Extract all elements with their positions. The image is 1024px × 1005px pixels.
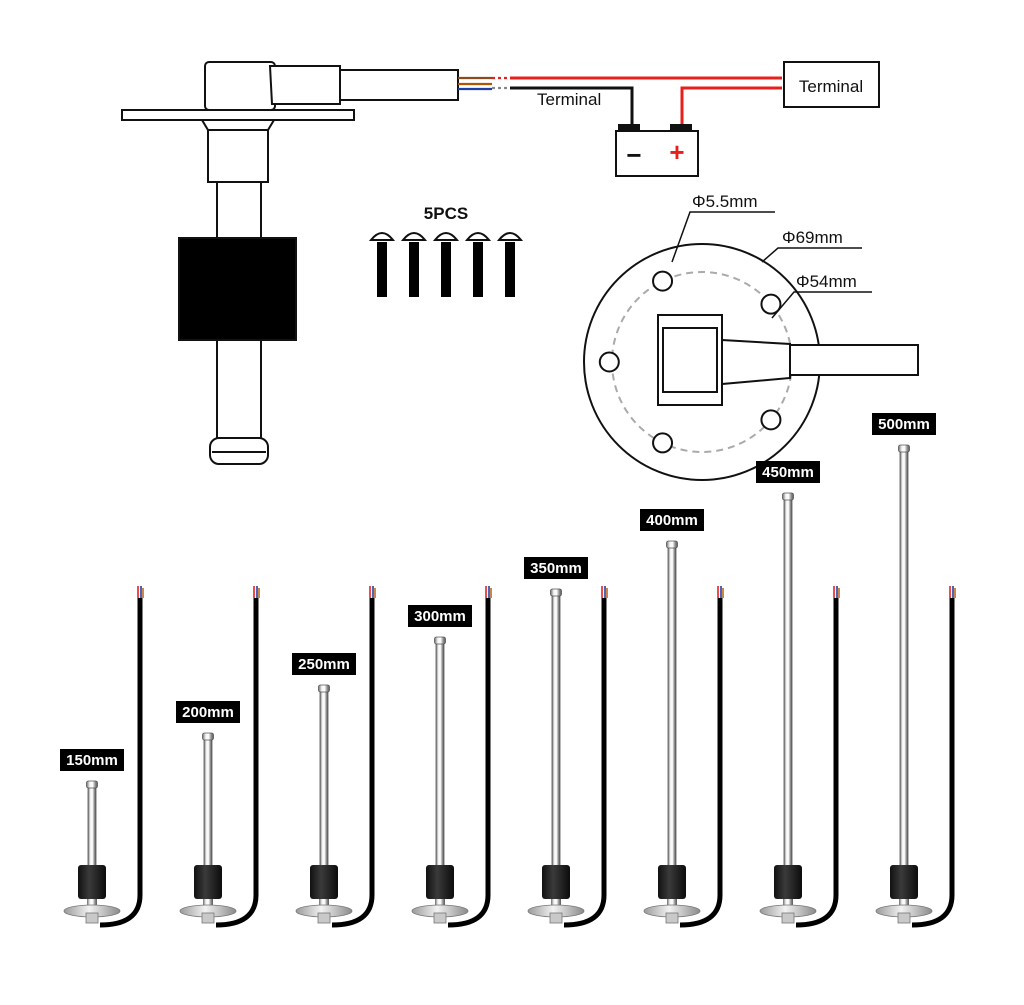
flange-hole xyxy=(760,293,782,315)
flange-hole xyxy=(598,351,620,373)
sensor-rod xyxy=(551,592,561,896)
sensor-cable xyxy=(795,598,839,928)
screws-group xyxy=(368,232,524,297)
sensor-float xyxy=(310,865,338,899)
sensor-float xyxy=(542,865,570,899)
sensor-cable xyxy=(215,598,259,928)
battery-minus: − xyxy=(626,140,641,170)
sensor-rod xyxy=(899,448,909,896)
flange-holes xyxy=(598,270,782,454)
screws-count-label: 5PCS xyxy=(424,204,468,223)
battery-body xyxy=(615,130,699,177)
size-label: 500mm xyxy=(878,416,930,433)
sensor-rod xyxy=(783,496,793,896)
size-label: 450mm xyxy=(762,464,814,481)
rod-cap xyxy=(202,732,214,741)
rod-cap xyxy=(434,636,446,645)
rod-cap xyxy=(86,780,98,789)
rod-cap xyxy=(318,684,330,693)
sensor-float xyxy=(658,865,686,899)
inner-diameter-label: Φ54mm xyxy=(796,272,857,291)
sensor-float xyxy=(194,865,222,899)
sensor-cable xyxy=(99,598,143,928)
outer-diameter-label: Φ69mm xyxy=(782,228,843,247)
size-badge xyxy=(60,749,124,771)
rod-cap xyxy=(898,444,910,453)
flange-head-inner xyxy=(662,327,718,393)
size-badge xyxy=(292,653,356,675)
size-badge xyxy=(176,701,240,723)
hole-diameter-label: Φ5.5mm xyxy=(692,192,758,211)
sensor-cable xyxy=(447,598,491,928)
terminal-label-right: Terminal xyxy=(799,77,863,96)
rod-cap xyxy=(782,492,794,501)
dimension-leaders xyxy=(671,211,872,319)
terminal-box: Terminal xyxy=(783,61,880,108)
screw xyxy=(400,232,428,297)
wire-tails xyxy=(458,76,510,91)
battery-negative-post xyxy=(618,124,640,133)
sensor-float xyxy=(78,865,106,899)
size-variant: 300mm xyxy=(408,586,492,928)
size-badge xyxy=(408,605,472,627)
flange-hole xyxy=(652,270,674,292)
sensor-rod xyxy=(667,544,677,896)
size-label: 300mm xyxy=(414,608,466,625)
screw xyxy=(464,232,492,297)
size-variant: 400mm xyxy=(640,509,724,928)
size-variant: 450mm xyxy=(756,461,840,928)
rod-cap xyxy=(550,588,562,597)
flange-hole xyxy=(760,409,782,431)
sensor-float xyxy=(774,865,802,899)
sensor-float xyxy=(890,865,918,899)
battery: − + xyxy=(615,124,699,177)
flange-top-view: Φ5.5mm Φ69mm Φ54mm xyxy=(583,192,919,481)
sensor-rod xyxy=(435,640,445,896)
sensor-outline xyxy=(121,61,459,465)
battery-positive-post xyxy=(670,124,692,133)
size-badge xyxy=(524,557,588,579)
flange-hole xyxy=(652,432,674,454)
sensor-cable xyxy=(563,598,607,928)
size-badge xyxy=(756,461,820,483)
screw xyxy=(496,232,524,297)
size-badge xyxy=(872,413,936,435)
rod-cap xyxy=(666,540,678,549)
sensor-rod xyxy=(319,688,329,896)
size-badge xyxy=(640,509,704,531)
size-variant: 150mm xyxy=(60,586,144,928)
size-label: 200mm xyxy=(182,704,234,721)
size-variant: 500mm xyxy=(872,413,956,928)
size-label: 250mm xyxy=(298,656,350,673)
terminal-label-left: Terminal xyxy=(537,90,601,109)
size-label: 150mm xyxy=(66,752,118,769)
flange-cable xyxy=(789,344,919,376)
size-variant: 200mm xyxy=(176,586,260,928)
battery-plus: + xyxy=(669,137,684,167)
size-label: 400mm xyxy=(646,512,698,529)
screw xyxy=(368,232,396,297)
screw xyxy=(432,232,460,297)
sensor-cable xyxy=(911,598,955,928)
sensor-cable xyxy=(679,598,723,928)
size-variant: 250mm xyxy=(292,586,376,928)
size-lineup: 150mm 200mm 250mm 300mm 350mm 400mm 450mm 500mm xyxy=(60,413,956,928)
size-variant: 350mm xyxy=(524,557,608,928)
flange-cable-gland xyxy=(721,338,791,386)
size-label: 350mm xyxy=(530,560,582,577)
sensor-float xyxy=(426,865,454,899)
sensor-cable xyxy=(331,598,375,928)
wiring-lines xyxy=(510,76,782,124)
